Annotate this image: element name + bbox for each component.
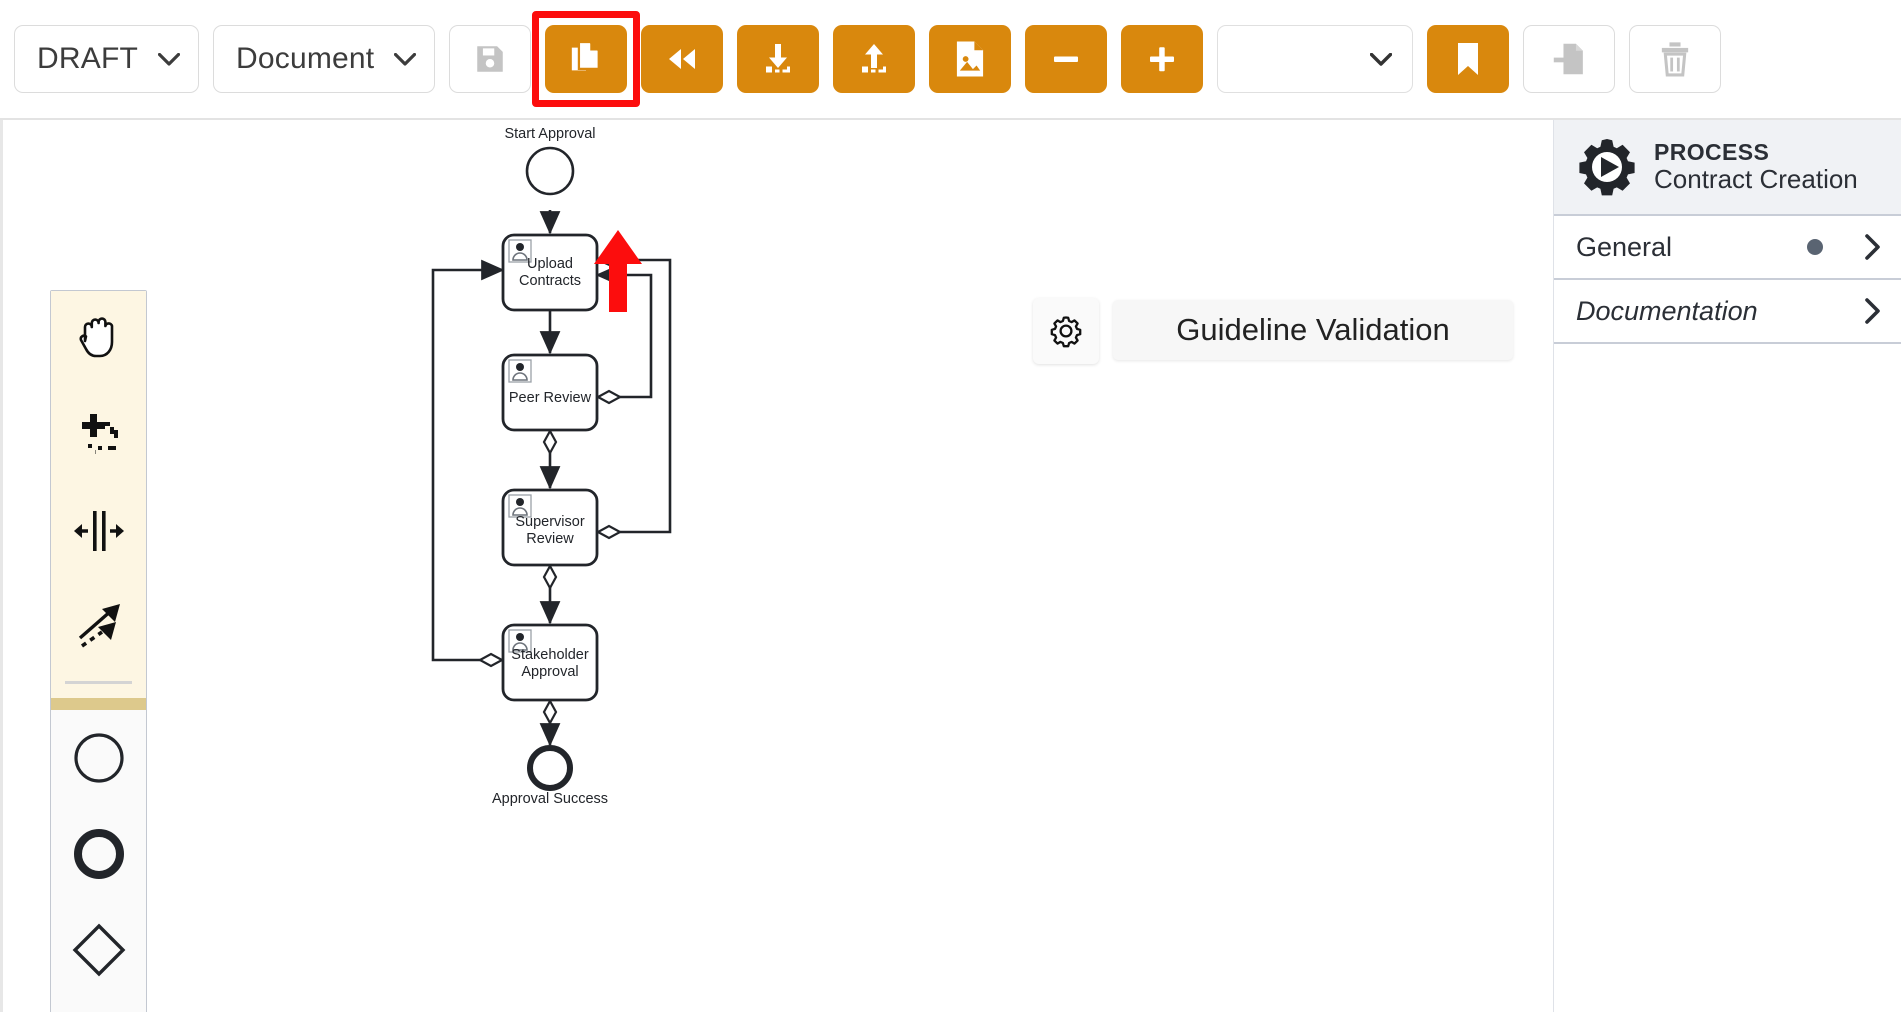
document-arrow-in-icon	[1554, 43, 1584, 75]
trash-icon	[1662, 42, 1689, 77]
user-task-icon	[508, 494, 532, 518]
properties-panel-header: PROCESS Contract Creation	[1554, 120, 1901, 216]
palette-divider	[65, 681, 132, 684]
general-row-label: General	[1576, 231, 1673, 262]
annotation-arrow	[594, 230, 642, 312]
gear-icon	[1050, 316, 1082, 348]
task-supervisor-label-1: Supervisor	[515, 514, 584, 530]
diagram-canvas[interactable]: Start Approval Upload Contracts	[0, 120, 1553, 1012]
download-tray-icon	[766, 44, 791, 73]
import-document-button[interactable]	[1523, 25, 1616, 93]
task-stakeholder-label-2: Approval	[521, 664, 578, 680]
start-event-shape[interactable]	[51, 710, 146, 806]
lasso-tool[interactable]	[51, 387, 146, 483]
palette-shapes-group	[51, 710, 146, 1012]
task-upload-label-2: Contracts	[519, 273, 581, 289]
zoom-out-button[interactable]	[1025, 25, 1108, 93]
delete-button[interactable]	[1629, 25, 1722, 93]
task-peer-label-1: Peer Review	[509, 390, 592, 406]
task-stakeholder[interactable]: Stakeholder Approval	[501, 623, 599, 702]
task-stakeholder-label-1: Stakeholder	[511, 647, 589, 663]
connection-arrows-icon	[78, 604, 120, 648]
thick-circle-icon	[73, 829, 124, 879]
conditional-markers	[477, 389, 623, 726]
chevron-down-icon	[394, 52, 417, 66]
chevron-down-icon	[158, 52, 180, 66]
chevron-right-icon	[1865, 298, 1880, 324]
task-supervisor[interactable]: Supervisor Review	[501, 488, 599, 567]
general-badge-dot	[1807, 239, 1823, 255]
guideline-validation-label: Guideline Validation	[1176, 312, 1450, 347]
properties-header-text: PROCESS Contract Creation	[1654, 138, 1858, 195]
validation-settings-button[interactable]	[1033, 298, 1099, 364]
thin-circle-icon	[73, 733, 124, 783]
chevron-right-icon	[1865, 234, 1880, 260]
export-image-button[interactable]	[929, 25, 1012, 93]
bookmark-icon	[1458, 43, 1479, 75]
properties-element-title: Contract Creation	[1654, 164, 1858, 195]
end-event-shape[interactable]	[51, 806, 146, 902]
rewind-button[interactable]	[641, 25, 724, 93]
general-row[interactable]: General	[1554, 216, 1901, 280]
task-supervisor-label-2: Review	[526, 531, 574, 547]
properties-panel: PROCESS Contract Creation General Docume…	[1553, 120, 1901, 1012]
user-task-icon	[508, 239, 532, 263]
copy-button-wrapper	[532, 11, 641, 107]
save-button[interactable]	[449, 25, 532, 93]
status-dropdown-value: DRAFT	[37, 42, 138, 75]
space-arrows-icon	[73, 511, 124, 551]
connect-tool[interactable]	[51, 579, 146, 675]
rewind-double-left-icon	[669, 49, 696, 69]
upload-button[interactable]	[833, 25, 916, 93]
minus-icon	[1054, 56, 1079, 62]
status-dropdown[interactable]: DRAFT	[14, 25, 199, 93]
documentation-row[interactable]: Documentation	[1554, 280, 1901, 344]
hand-tool[interactable]	[51, 291, 146, 387]
element-dropdown[interactable]	[1217, 25, 1414, 93]
properties-element-kind: PROCESS	[1654, 138, 1770, 165]
copy-button[interactable]	[545, 25, 628, 93]
top-toolbar: DRAFT Document	[0, 0, 1901, 120]
palette-tools-group	[51, 291, 146, 710]
copy-documents-icon	[572, 40, 601, 71]
image-document-icon	[957, 41, 984, 77]
tool-palette	[50, 290, 147, 1012]
document-type-dropdown[interactable]: Document	[213, 25, 436, 93]
chevron-down-icon	[1370, 52, 1393, 66]
flow-stakeholder-loopback[interactable]	[431, 259, 505, 662]
plus-icon	[1150, 47, 1175, 72]
lasso-select-icon	[81, 414, 118, 454]
download-button[interactable]	[737, 25, 820, 93]
user-task-icon	[508, 629, 532, 653]
diamond-icon	[72, 923, 125, 977]
task-upload-label-1: Upload	[527, 256, 573, 272]
task-peer[interactable]: Peer Review	[501, 353, 599, 432]
start-event[interactable]	[525, 146, 575, 196]
bpmn-diagram[interactable]: Start Approval Upload Contracts	[3, 120, 1556, 1012]
task-upload[interactable]: Upload Contracts	[501, 233, 599, 312]
user-task-icon	[508, 359, 532, 383]
hand-icon	[79, 317, 113, 358]
end-event[interactable]	[527, 745, 573, 791]
gear-play-icon	[1579, 139, 1635, 196]
zoom-in-button[interactable]	[1121, 25, 1204, 93]
guideline-validation-bar[interactable]: Guideline Validation	[1113, 300, 1513, 360]
end-event-label: Approval Success	[492, 791, 608, 807]
space-tool[interactable]	[51, 483, 146, 579]
start-event-label: Start Approval	[504, 126, 595, 142]
floppy-disk-icon	[477, 46, 504, 72]
gateway-shape[interactable]	[51, 902, 146, 998]
bookmark-button[interactable]	[1427, 25, 1510, 93]
documentation-row-label: Documentation	[1576, 295, 1758, 326]
upload-tray-icon	[862, 44, 887, 73]
document-type-value: Document	[236, 42, 375, 75]
